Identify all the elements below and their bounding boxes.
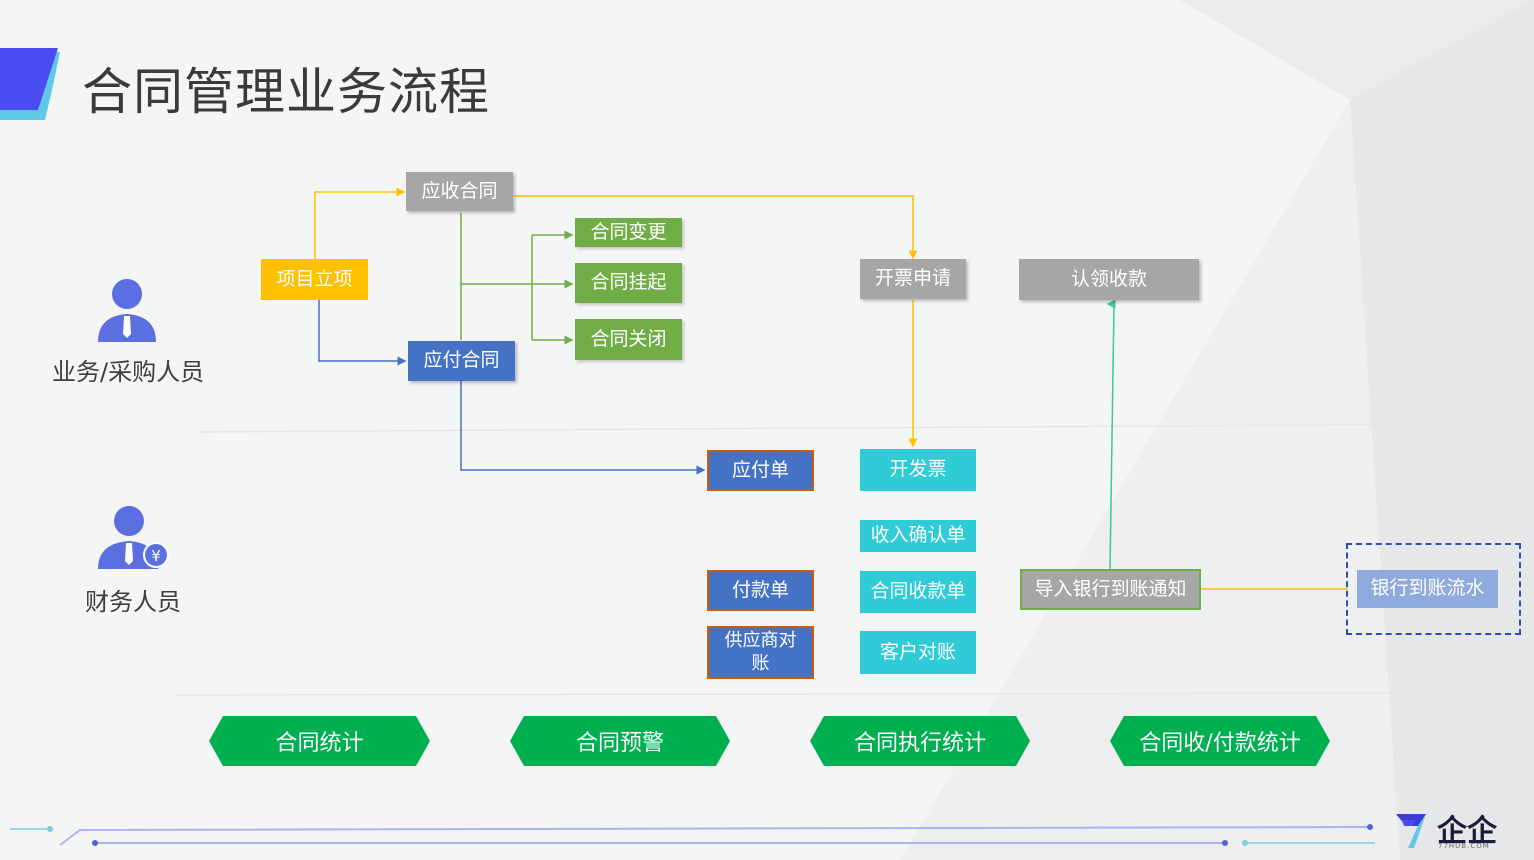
node-customer-reconcile[interactable]: 客户对账 [860,631,976,674]
svg-text:¥: ¥ [151,547,161,565]
node-issue-invoice[interactable]: 开发票 [860,449,976,491]
node-payable-bill[interactable]: 应付单 [707,450,814,491]
contract-warning-button[interactable]: 合同预警 [510,716,730,766]
hex-shape [510,716,730,766]
person-finance-icon: ¥ [98,506,169,569]
contract-execution-stats-label: 合同执行统计 [853,731,986,756]
hex-shape [209,716,430,766]
contract-execution-stats-button[interactable]: 合同执行统计 [810,716,1030,766]
contract-statistics-label: 合同统计 [275,731,364,756]
logo-icon [1396,814,1426,848]
node-receivable-contract[interactable]: 应收合同 [406,172,513,211]
node-payment-bill[interactable]: 付款单 [707,570,814,611]
contract-payment-stats-label: 合同收/付款统计 [1139,731,1301,756]
logo-subtext: 77HUB.COM [1438,842,1490,850]
node-contract-receipt[interactable]: 合同收款单 [860,571,976,613]
node-contract-change[interactable]: 合同变更 [575,218,682,247]
node-bank-flow[interactable]: 银行到账流水 [1357,570,1498,608]
page-title: 合同管理业务流程 [82,63,490,121]
role-business: 业务/采购人员 [52,358,205,386]
node-contract-suspend[interactable]: 合同挂起 [575,263,682,303]
role-finance: 财务人员 [85,588,181,616]
node-income-confirm[interactable]: 收入确认单 [860,520,976,552]
hex-shape [810,716,1030,766]
contract-warning-label: 合同预警 [575,731,664,756]
hex-shape [1110,716,1330,766]
title-accent [0,48,60,120]
contract-statistics-button[interactable]: 合同统计 [209,716,430,766]
node-project[interactable]: 项目立项 [261,259,368,300]
logo-text: 企企 [1437,814,1497,849]
node-claim-receipt[interactable]: 认领收款 [1019,259,1199,300]
person-icon [98,279,156,342]
node-invoice-request[interactable]: 开票申请 [860,259,966,299]
node-payable-contract[interactable]: 应付合同 [408,341,515,381]
node-contract-close[interactable]: 合同关闭 [575,319,682,360]
node-supplier-reconcile[interactable]: 供应商对账 [707,626,814,679]
node-import-notice[interactable]: 导入银行到账通知 [1020,569,1201,610]
contract-payment-stats-button[interactable]: 合同收/付款统计 [1110,716,1330,766]
bank-flow-frame [1346,543,1521,635]
